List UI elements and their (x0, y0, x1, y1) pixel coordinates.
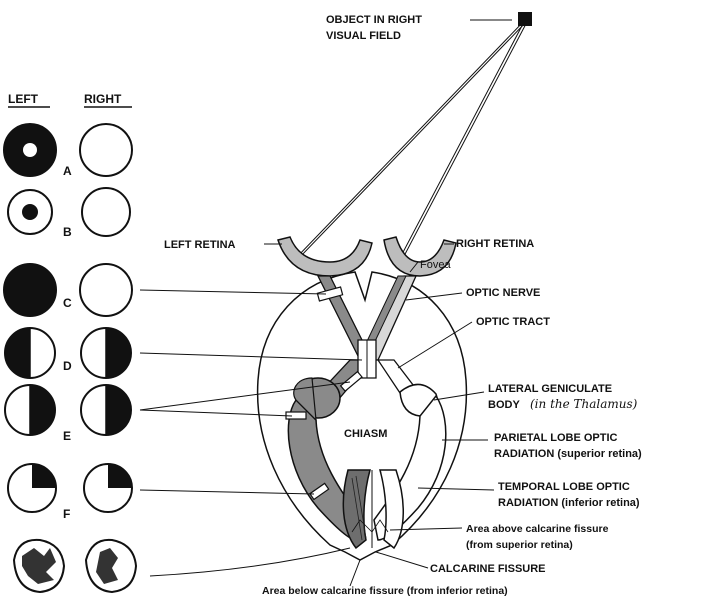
above-calcarine-line2: (from superior retina) (466, 539, 573, 551)
lgb-handwritten-note: (in the Thalamus) (530, 397, 638, 411)
left-retina-label: LEFT RETINA (164, 239, 236, 251)
field-row-scribble (14, 540, 136, 592)
lgb-label-line2: BODY (488, 399, 520, 411)
temporal-label-line2: RADIATION (inferior retina) (498, 497, 640, 509)
row-label-b: B (63, 225, 72, 239)
parietal-label-line1: PARIETAL LOBE OPTIC (494, 432, 618, 444)
row-label-d: D (63, 359, 72, 373)
field-row-b: B (8, 188, 130, 239)
right-column-heading: RIGHT (84, 92, 122, 106)
field-row-e: E (5, 385, 131, 443)
row-label-f: F (63, 507, 70, 521)
object-square (518, 12, 532, 26)
left-field-c (4, 264, 56, 316)
left-retina-shape (278, 237, 372, 276)
row-label-e: E (63, 429, 71, 443)
row-label-c: C (63, 296, 72, 310)
calcarine-label: CALCARINE FISSURE (430, 563, 546, 575)
pointer-lines (140, 290, 362, 576)
row-label-a: A (63, 164, 72, 178)
optic-nerve-label: OPTIC NERVE (466, 287, 540, 299)
object-label-line2: VISUAL FIELD (326, 30, 401, 42)
field-row-a: A (4, 124, 132, 178)
left-column-heading: LEFT (8, 92, 39, 106)
right-retina-label: RIGHT RETINA (456, 238, 534, 250)
chiasm-label: CHIASM (344, 428, 387, 440)
above-calcarine-line1: Area above calcarine fissure (466, 523, 609, 535)
field-row-d: D (5, 328, 131, 378)
object-label-line1: OBJECT IN RIGHT (326, 14, 422, 26)
right-optic-radiation (374, 396, 446, 540)
fovea-label: Fovea (420, 259, 451, 271)
field-row-f: F (8, 464, 132, 521)
below-calcarine-label: Area below calcarine fissure (from infer… (262, 585, 508, 597)
lgb-label-line1: LATERAL GENICULATE (488, 383, 612, 395)
projection-lines (296, 20, 528, 258)
field-row-c: C (4, 264, 132, 316)
right-field-c (80, 264, 132, 316)
parietal-label-line2: RADIATION (superior retina) (494, 448, 642, 460)
right-field-a (80, 124, 132, 176)
temporal-label-line1: TEMPORAL LOBE OPTIC (498, 481, 630, 493)
optic-tract-label: OPTIC TRACT (476, 316, 550, 328)
right-field-b (82, 188, 130, 236)
